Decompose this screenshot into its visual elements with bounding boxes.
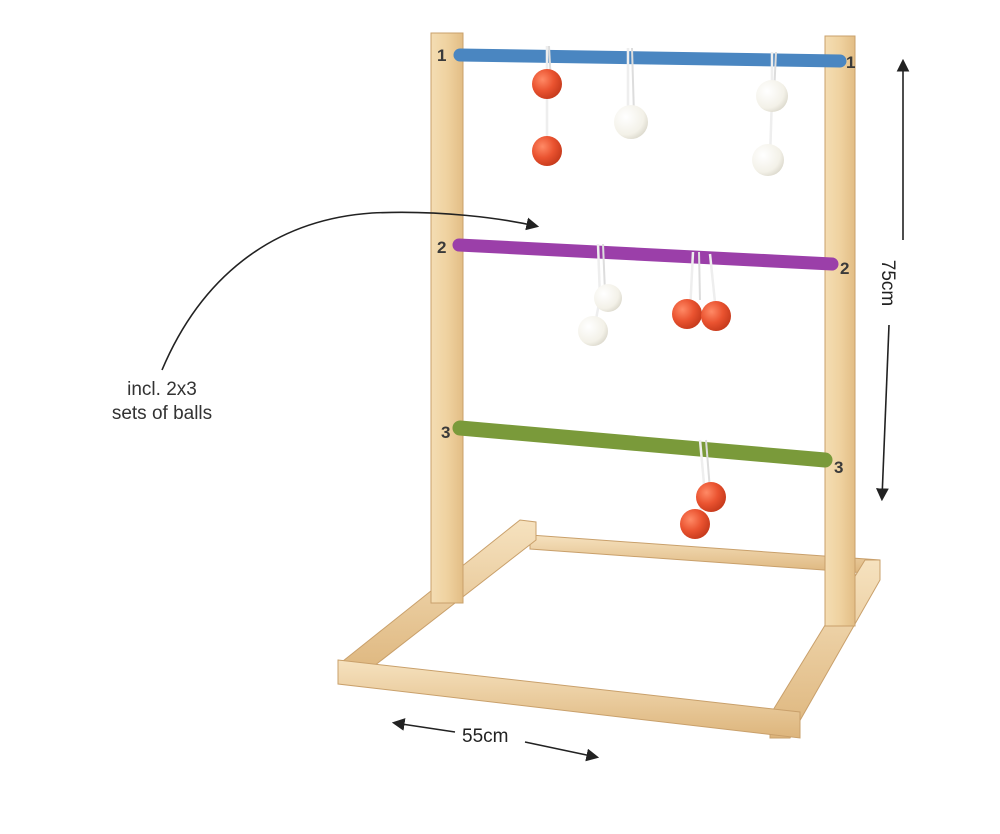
rung-2-purple	[452, 238, 839, 271]
balls-included-line1: incl. 2x3	[127, 379, 197, 400]
bola-orange-rung2	[672, 251, 731, 331]
left-upright	[430, 32, 464, 604]
bola-white-rung1-right	[752, 51, 788, 176]
rung-3-green	[452, 420, 833, 468]
rung-1-blue	[453, 48, 847, 68]
width-dimension-label: 55cm	[458, 726, 513, 748]
bola-white-rung2	[578, 243, 622, 346]
width-dimension-line	[391, 718, 600, 762]
bola-white-rung1-left	[614, 47, 648, 139]
height-dimension-label: 75cm	[876, 255, 899, 311]
bola-orange-rung3	[680, 439, 726, 539]
balls-included-note: incl. 2x3 sets of balls	[92, 378, 232, 426]
annotation-arrow	[161, 211, 540, 371]
rung-1-right-label: 1	[846, 53, 856, 72]
rung-2-right-label: 2	[840, 259, 850, 278]
right-upright	[824, 35, 856, 627]
balls-included-line2: sets of balls	[111, 403, 213, 424]
rung-1-left-label: 1	[437, 46, 447, 65]
rung-3-right-label: 3	[834, 458, 844, 477]
rung-3-left-label: 3	[441, 423, 451, 442]
bola-orange-rung1	[532, 45, 562, 166]
height-dimension-line	[875, 58, 910, 502]
rung-2-left-label: 2	[437, 238, 447, 257]
base-frame	[337, 519, 881, 739]
